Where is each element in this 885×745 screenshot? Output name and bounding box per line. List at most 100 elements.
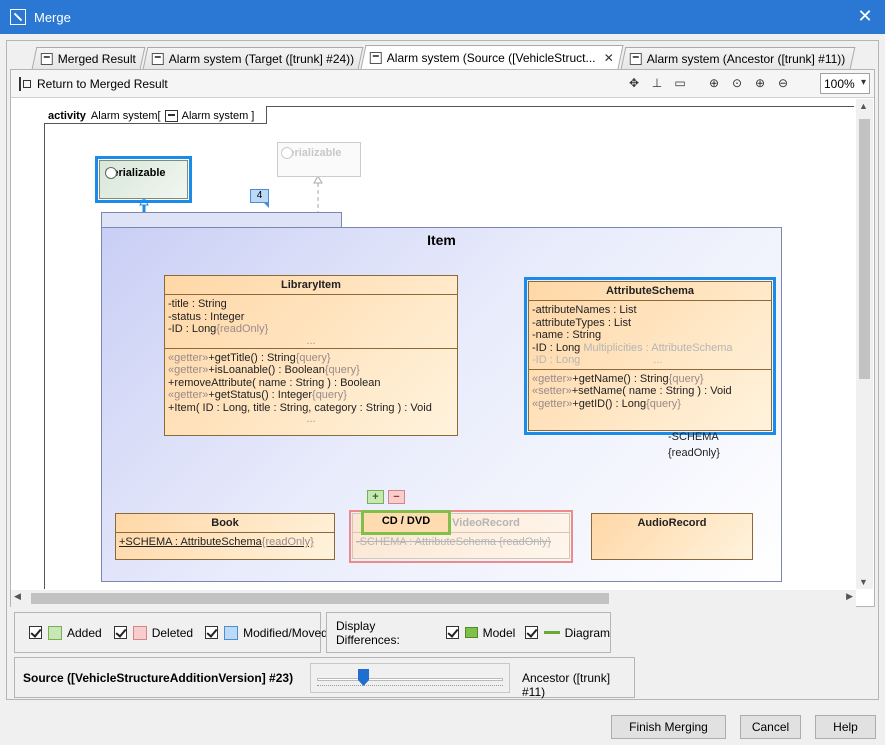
added-label: Added [67,625,102,640]
diagram-frame-label: activity Alarm system[ Alarm system ] [44,106,268,124]
diagram-ref-icon [164,109,178,122]
attribute-row: -title : String [168,298,227,310]
operation-text: +Item( ID : Long, title : String, catego… [168,401,432,414]
version-slider[interactable] [310,663,510,693]
tab-ancestor[interactable]: Alarm system (Ancestor ([trunk] #11)) [620,47,856,69]
help-button[interactable]: Help [815,715,876,739]
chevron-down-icon: ▾ [860,77,866,88]
scroll-right-icon[interactable]: ▶ [846,591,853,601]
operation-text: +getStatus() : Integer [208,389,313,401]
ghost-class-name: VideoRecord [452,517,520,529]
return-icon [19,76,31,91]
change-count-badge[interactable]: 4 [250,189,269,208]
zoom-value: 100% [824,76,855,91]
tab-target[interactable]: Alarm system (Target ([trunk] #24)) [142,47,364,69]
modified-checkbox[interactable] [205,626,219,639]
added-marker[interactable]: + [367,490,384,504]
frame-name: Alarm system[ [90,109,161,122]
tab-merged-result[interactable]: Merged Result [31,47,146,69]
version-panel: Source ([VehicleStructureAdditionVersion… [14,657,635,699]
stereotype: «getter» [532,372,573,385]
deleted-swatch [132,625,147,640]
horizontal-scrollbar[interactable]: ◀ ▶ [11,590,856,607]
zoom-fit-icon[interactable]: ⊕ [708,76,720,90]
operation-list: «getter»+getTitle() : String{query} «get… [165,349,457,427]
added-swatch [48,625,62,640]
operation-modifier: {query} [324,364,360,376]
added-checkbox[interactable] [29,626,42,639]
operation-text: +isLoanable() : Boolean [208,364,325,376]
diagram-icon [370,51,383,64]
stereotype: «getter» [168,364,209,376]
source-version-label: Source ([VehicleStructureAdditionVersion… [23,670,294,685]
zoom-select[interactable]: 100% ▾ [820,73,870,94]
close-window-button[interactable]: ✕ [857,6,873,26]
class-attribute-schema[interactable]: AttributeSchema -attributeNames : List -… [524,277,776,435]
class-book[interactable]: Book +SCHEMA : AttributeSchema{readOnly} [115,513,335,560]
tab-label: Alarm system (Target ([trunk] #24)) [168,51,355,66]
class-library-item[interactable]: LibraryItem -title : String -status : In… [164,275,458,436]
scroll-up-icon[interactable]: ▲ [859,101,868,111]
association-role-label: -SCHEMA [668,431,719,443]
deleted-checkbox[interactable] [113,626,127,639]
vertical-scrollbar[interactable]: ▲ ▼ [856,99,873,589]
operation-modifier: {query} [668,372,704,385]
frame-ref: Alarm system ] [181,109,255,122]
finish-merging-button[interactable]: Finish Merging [611,715,726,739]
serializable-ghost: Serializable [277,142,361,177]
deleted-marker[interactable]: − [388,490,405,504]
zoom-in-icon[interactable]: ⊕ [754,76,766,90]
ancestor-version-label: Ancestor ([trunk] #11) [522,671,611,699]
attribute-row: -ID : Long Multiplicities : AttributeSch… [532,342,768,355]
close-tab-icon[interactable]: ✕ [604,50,615,65]
slider-knob[interactable] [358,669,369,686]
more-dots: ... [306,413,316,425]
ghost-arrowhead [313,174,323,184]
operation-row: «getter»+getID() : Long{query} [532,398,768,411]
operation-text: +getID() : Long [572,397,647,410]
tab-label: Merged Result [57,51,136,66]
deleted-highlight [349,510,573,563]
model-icon [465,627,478,638]
operation-row: «getter»+getName() : String{query} [532,373,768,386]
diagram-checkbox[interactable] [525,626,539,639]
model-checkbox[interactable] [446,626,460,639]
zoom-selection-icon[interactable]: ⊙ [731,76,743,90]
class-name: AttributeSchema [529,282,771,301]
realization-arrowhead [139,196,149,206]
modified-label: Modified/Moved [243,625,328,640]
stereotype: «getter» [532,397,573,410]
operation-row: +removeAttribute( name : String ) : Bool… [168,377,454,390]
navigate-icon[interactable]: ✥ [628,76,640,90]
scroll-thumb[interactable] [31,593,609,604]
attribute-row: -ID : Long{readOnly} [168,323,454,336]
class-cd-dvd-label: CD / DVD [361,510,451,535]
tab-label: Alarm system (Source ([VehicleStruct... [387,50,597,65]
model-label: Model [482,625,516,640]
attribute-row: -ID : Long ... [532,354,768,367]
diagram-label: Diagram [564,625,610,640]
attribute-text: -ID : Long [168,323,217,335]
diagram-line-icon [544,631,560,634]
scroll-down-icon[interactable]: ▼ [859,577,868,587]
operation-row: «getter»+getStatus() : Integer{query} [168,389,454,402]
class-audio-record[interactable]: AudioRecord [591,513,753,560]
select-in-tree-icon[interactable]: ⊥ [651,76,663,90]
operation-row: «setter»+setName( name : String ) : Void [532,385,768,398]
more-dots: ... [653,354,663,366]
open-document-icon[interactable]: ▭ [674,76,686,90]
interface-circle-icon [281,147,293,159]
operation-text: +getName() : String [572,372,669,385]
cancel-button[interactable]: Cancel [740,715,801,739]
scroll-left-icon[interactable]: ◀ [14,591,21,601]
operation-modifier: {query} [312,389,347,401]
diagram-canvas[interactable]: activity Alarm system[ Alarm system ] Se… [11,99,856,589]
return-to-merged-result-button[interactable]: Return to Merged Result [19,76,168,91]
scroll-thumb[interactable] [859,119,870,379]
tab-source[interactable]: Alarm system (Source ([VehicleStruct... … [360,45,624,69]
zoom-out-icon[interactable]: ⊖ [777,76,789,90]
deleted-label: Deleted [151,625,194,640]
serializable-interface[interactable]: Serializable [95,156,192,203]
modified-swatch [224,625,239,640]
attribute-list: -attributeNames : List -attributeTypes :… [529,301,771,370]
